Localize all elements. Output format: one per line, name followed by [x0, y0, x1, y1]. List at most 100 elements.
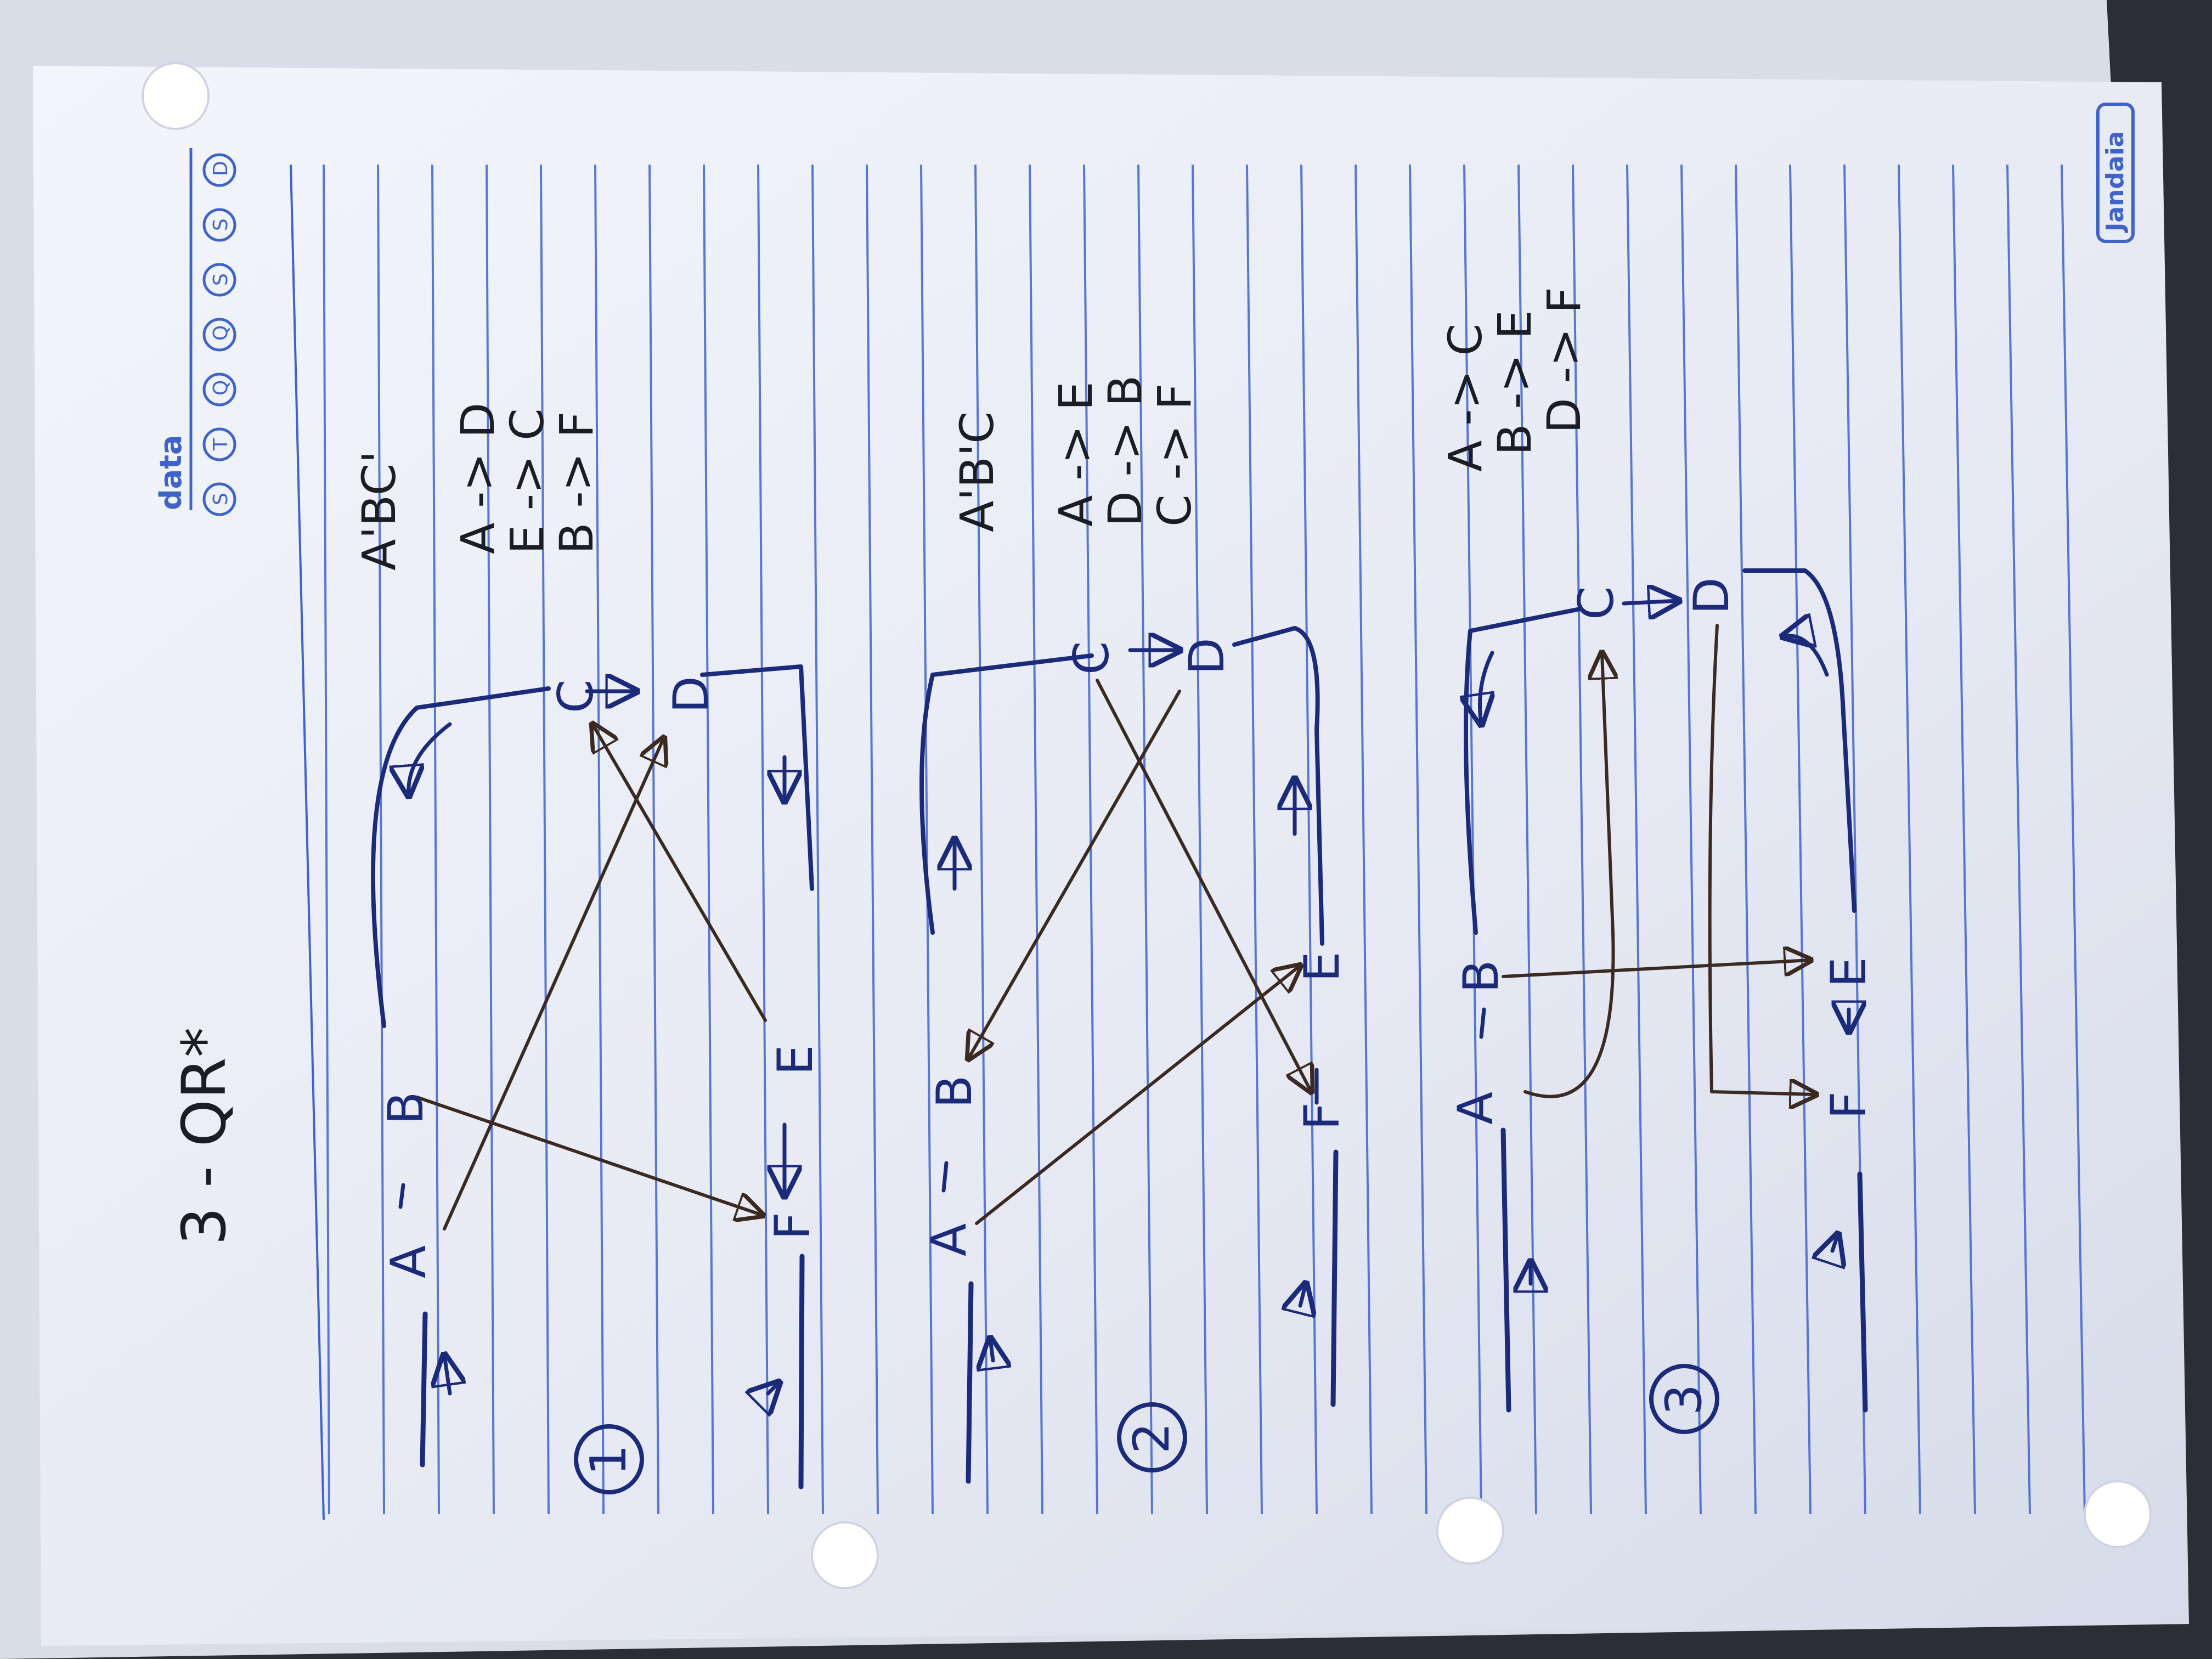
node-d: D — [1683, 577, 1740, 614]
paper-sheet — [33, 66, 2189, 1646]
loop-bottom — [1742, 568, 1857, 913]
diagram-2: 2 A B C D E F A'B'C A -> E D -> B C -> F — [919, 375, 1350, 1484]
rule-line — [974, 164, 989, 1515]
arrow-d-to-b — [968, 690, 1181, 1059]
rule-line — [1409, 164, 1427, 1515]
rule-line — [377, 164, 385, 1515]
top-label: A'B'C — [950, 411, 1004, 532]
rule-2: E -> C — [500, 408, 554, 554]
rule-line — [1572, 164, 1592, 1515]
weekday-circle — [202, 373, 236, 407]
weekday-circle — [202, 318, 236, 352]
loop-top-arrow — [1480, 651, 1493, 724]
rule-2: D -> B — [1098, 375, 1152, 527]
loop-bottom-arrow — [1783, 636, 1829, 677]
rule-line — [1789, 164, 1812, 1515]
weekday-circle — [202, 482, 236, 516]
loop-top — [1464, 607, 1582, 935]
rule-line — [866, 164, 879, 1515]
rule-line — [1083, 164, 1098, 1515]
rule-line — [1137, 164, 1153, 1515]
margin-line — [290, 164, 325, 1520]
logo-text: Jandaia — [2101, 131, 2129, 233]
weekday-letter: D — [210, 161, 232, 176]
weekday-letter: T — [210, 438, 232, 451]
loop-top — [371, 686, 551, 1028]
node-a: A — [1447, 1092, 1504, 1125]
weekday-circle — [202, 208, 236, 242]
loop-bottom — [1232, 626, 1324, 946]
rule-line — [431, 164, 440, 1515]
rule-line — [648, 164, 659, 1515]
rule-line — [1680, 164, 1702, 1515]
rule-line — [703, 164, 714, 1515]
page-title: 3 - QR* — [169, 1027, 239, 1245]
diagram-number: 3 — [1655, 1384, 1713, 1415]
node-e: E — [1820, 957, 1877, 988]
rule-line — [1192, 164, 1208, 1515]
rule-line — [920, 164, 934, 1515]
output-arrow — [1832, 1234, 1838, 1251]
output-arrow — [1300, 1284, 1306, 1306]
arrow-b-to-f — [415, 1096, 763, 1215]
node-b: B — [1453, 960, 1509, 993]
node-d: D — [663, 676, 719, 713]
rule-3: D -> F — [1537, 287, 1591, 433]
node-f: F — [1294, 1102, 1350, 1130]
rule-line — [811, 164, 824, 1515]
rail-top — [966, 1281, 974, 1484]
rule-1: A -> D — [451, 403, 505, 554]
weekday-circle — [202, 263, 236, 297]
rule-line — [323, 164, 330, 1515]
weekday-circle — [202, 153, 236, 187]
rule-line — [540, 164, 550, 1515]
rule-line — [2006, 164, 2031, 1515]
rail-bottom — [1857, 1171, 1868, 1413]
top-label: A'BC' — [352, 451, 406, 571]
rule-3: C -> F — [1148, 383, 1201, 527]
rule-line — [1463, 164, 1482, 1515]
rule-line — [1355, 164, 1373, 1515]
weekday-letter: S — [210, 218, 232, 231]
node-e: E — [1294, 951, 1350, 982]
weekday-letter: S — [210, 493, 232, 505]
ruled-lines — [323, 164, 2086, 1515]
output-arrow — [768, 1383, 779, 1393]
rail-top — [1500, 1127, 1511, 1413]
loop-bottom — [700, 664, 814, 891]
ab-link — [1479, 1007, 1486, 1039]
arrow-b-to-e — [1502, 960, 1810, 978]
node-e: E — [767, 1045, 823, 1075]
input-arrow — [444, 1355, 450, 1396]
arrow-a-to-e — [975, 966, 1300, 1225]
ab-link — [398, 1183, 405, 1209]
input-arrow — [990, 1339, 993, 1361]
arrow-c-to-f — [1096, 679, 1311, 1092]
rail-bottom — [798, 1254, 805, 1489]
weekday-circle — [202, 427, 236, 461]
page-title-text: 3 - QR* — [169, 1027, 239, 1245]
diagram-number-circle — [1649, 1364, 1719, 1434]
rule-2: B -> E — [1488, 310, 1542, 455]
rule-line — [1246, 164, 1263, 1515]
arrow-a-to-d — [443, 738, 664, 1231]
rule-line — [1626, 164, 1647, 1515]
node-c: C — [1568, 586, 1624, 620]
node-b: B — [377, 1092, 434, 1125]
weekday-letter: Q — [210, 325, 232, 341]
diagram-number: 1 — [580, 1444, 637, 1476]
diagram-number-circle — [1117, 1402, 1187, 1472]
ab-link — [941, 1161, 949, 1193]
diagram-3: 3 A B C D E F A -> C B -> E D -> F — [1438, 287, 1877, 1434]
rule-1: A -> C — [1438, 324, 1492, 472]
rail-top — [420, 1311, 428, 1468]
rule-line — [1029, 164, 1043, 1515]
node-a: A — [921, 1223, 977, 1256]
weekday-letter: Q — [210, 380, 232, 396]
diagram-number: 2 — [1123, 1423, 1181, 1454]
rule-line — [757, 164, 769, 1515]
diagram-number-circle — [574, 1424, 644, 1494]
